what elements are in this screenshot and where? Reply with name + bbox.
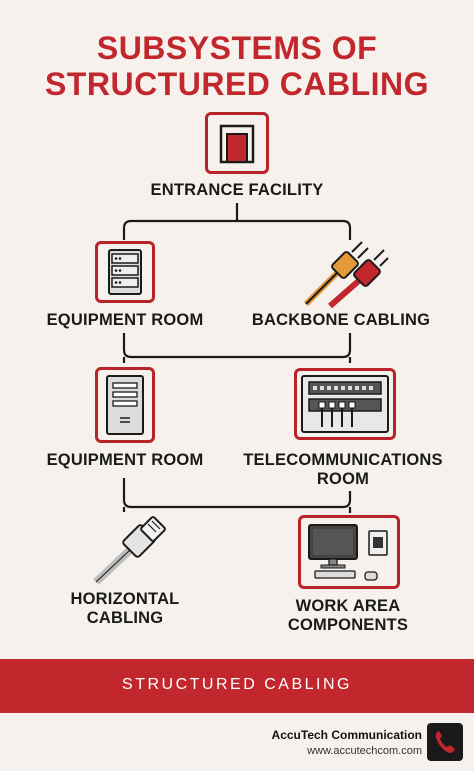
ethernet-cable-icon bbox=[93, 516, 166, 585]
work-area-box bbox=[298, 515, 400, 589]
company-website: www.accutechcom.com bbox=[307, 745, 422, 757]
title-line-2: STRUCTURED CABLING bbox=[44, 66, 430, 102]
equipment-room-label-1: EQUIPMENT ROOM bbox=[46, 311, 204, 329]
work-area-label-1: WORK AREA bbox=[295, 597, 401, 615]
entrance-facility-box bbox=[205, 112, 269, 174]
phone-logo-icon bbox=[427, 723, 463, 761]
horizontal-cabling-label-2: CABLING bbox=[86, 609, 164, 627]
server-icon bbox=[108, 249, 142, 295]
equipment-room-label-2: EQUIPMENT ROOM bbox=[46, 451, 204, 469]
cabinet-icon bbox=[106, 375, 144, 435]
horizontal-cabling-label-1: HORIZONTAL bbox=[70, 590, 180, 608]
plug-cables-icon bbox=[303, 241, 389, 309]
telecom-room-label-1: TELECOMMUNICATIONS bbox=[243, 451, 443, 469]
equipment-room-box-1 bbox=[95, 241, 155, 303]
entrance-facility-label: ENTRANCE FACILITY bbox=[150, 181, 324, 199]
footer-banner bbox=[0, 659, 474, 713]
backbone-cabling-label: BACKBONE CABLING bbox=[251, 311, 431, 329]
work-area-label-2: COMPONENTS bbox=[287, 616, 409, 634]
company-name: AccuTech Communication bbox=[271, 728, 422, 742]
telecom-room-label-2: ROOM bbox=[316, 470, 370, 488]
equipment-room-box-2 bbox=[95, 367, 155, 443]
door-icon bbox=[219, 124, 255, 164]
telecom-room-box bbox=[294, 368, 396, 440]
title-line-1: SUBSYSTEMS OF bbox=[96, 30, 378, 66]
footer-banner-text: STRUCTURED CABLING bbox=[122, 676, 352, 693]
computer-outlet-icon bbox=[308, 524, 388, 581]
patch-panel-icon bbox=[301, 375, 389, 433]
